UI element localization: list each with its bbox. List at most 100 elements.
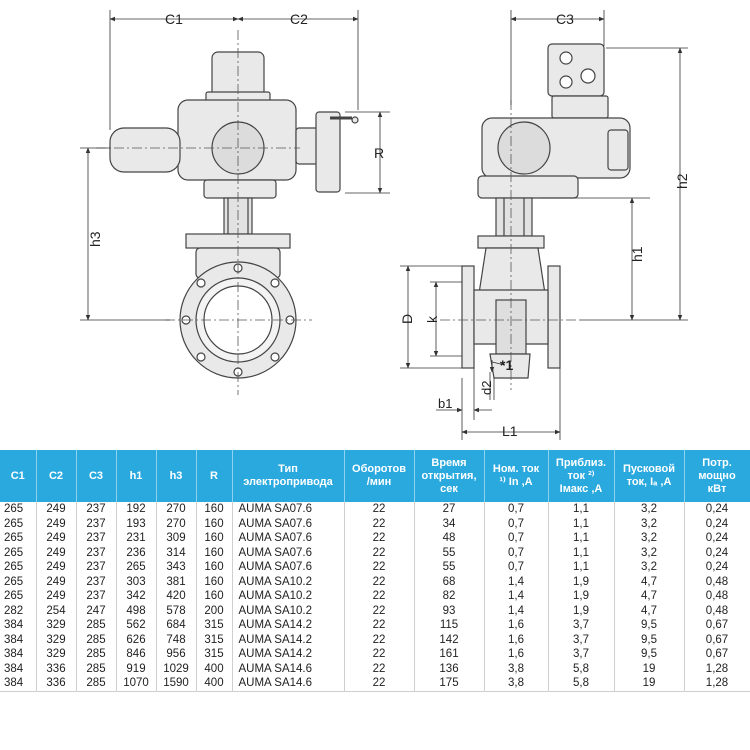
table-cell: 265 — [0, 531, 37, 546]
table-cell: 249 — [36, 560, 77, 575]
table-cell: 384 — [0, 647, 37, 662]
dim-d2-label: d2 — [479, 381, 494, 395]
table-cell: 285 — [76, 632, 117, 647]
table-cell: 303 — [116, 574, 157, 589]
table-cell: 136 — [414, 661, 485, 676]
table-cell: 3,8 — [484, 676, 549, 692]
table-cell: 3,2 — [614, 502, 685, 517]
table-cell: 4,7 — [614, 603, 685, 618]
table-cell: 237 — [76, 545, 117, 560]
table-cell: 270 — [156, 516, 197, 531]
table-cell: AUMA SA10.2 — [232, 589, 345, 604]
table-cell: 626 — [116, 632, 157, 647]
table-cell: 55 — [414, 545, 485, 560]
table-cell: 1,1 — [548, 545, 615, 560]
side-dimensions — [400, 10, 688, 440]
table-cell: 237 — [76, 589, 117, 604]
table-cell: 161 — [414, 647, 485, 662]
table-cell: 400 — [196, 661, 233, 676]
footnote-marker: *1 — [500, 357, 513, 373]
table-cell: 1,9 — [548, 603, 615, 618]
front-centerlines — [96, 30, 312, 395]
table-cell: 22 — [344, 545, 415, 560]
table-cell: 160 — [196, 531, 233, 546]
table-cell: AUMA SA10.2 — [232, 574, 345, 589]
table-cell: 160 — [196, 502, 233, 517]
table-cell: AUMA SA07.6 — [232, 545, 345, 560]
table-cell: 22 — [344, 632, 415, 647]
table-header-cell: Пусковой ток, Iₐ ,А — [614, 450, 685, 502]
table-cell: 1,6 — [484, 632, 549, 647]
table-cell: 578 — [156, 603, 197, 618]
table-cell: 1,6 — [484, 647, 549, 662]
table-cell: AUMA SA10.2 — [232, 603, 345, 618]
table-cell: 0,24 — [684, 502, 750, 517]
table-cell: 0,7 — [484, 531, 549, 546]
table-cell: 22 — [344, 618, 415, 633]
table-cell: 160 — [196, 545, 233, 560]
table-cell: 1,4 — [484, 589, 549, 604]
table-cell: 231 — [116, 531, 157, 546]
table-cell: 68 — [414, 574, 485, 589]
table-cell: 9,5 — [614, 647, 685, 662]
table-cell: 265 — [0, 545, 37, 560]
table-cell: 343 — [156, 560, 197, 575]
table-cell: 34 — [414, 516, 485, 531]
table-cell: 265 — [0, 502, 37, 517]
table-header-cell: Приблиз. ток ²⁾ Iмакс ,А — [548, 450, 615, 502]
table-cell: 3,8 — [484, 661, 549, 676]
table-cell: 236 — [116, 545, 157, 560]
table-cell: 0,48 — [684, 603, 750, 618]
table-cell: 315 — [196, 632, 233, 647]
table-cell: 336 — [36, 661, 77, 676]
table-cell: 4,7 — [614, 589, 685, 604]
table-cell: 315 — [196, 647, 233, 662]
table-cell: 420 — [156, 589, 197, 604]
table-header-cell: h3 — [156, 450, 197, 502]
table-cell: 0,7 — [484, 560, 549, 575]
table-cell: 285 — [76, 676, 117, 692]
table-cell: 0,67 — [684, 618, 750, 633]
table-cell: 3,7 — [548, 618, 615, 633]
table-cell: 1,1 — [548, 531, 615, 546]
table-cell: 265 — [0, 574, 37, 589]
table-cell: 9,5 — [614, 618, 685, 633]
table-cell: 200 — [196, 603, 233, 618]
table-cell: 342 — [116, 589, 157, 604]
table-cell: 0,7 — [484, 502, 549, 517]
table-cell: 1,6 — [484, 618, 549, 633]
dim-r-label: R — [374, 145, 384, 161]
table-cell: 237 — [76, 560, 117, 575]
table-cell: AUMA SA07.6 — [232, 516, 345, 531]
table-cell: 1,1 — [548, 502, 615, 517]
table-cell: 249 — [36, 574, 77, 589]
side-centerlines — [440, 100, 580, 390]
table-cell: 846 — [116, 647, 157, 662]
table-cell: 22 — [344, 502, 415, 517]
table-cell: 22 — [344, 589, 415, 604]
table-cell: 192 — [116, 502, 157, 517]
table-cell: 93 — [414, 603, 485, 618]
table-cell: 384 — [0, 632, 37, 647]
table-cell: 1,4 — [484, 574, 549, 589]
table-cell: 22 — [344, 574, 415, 589]
table-cell: 22 — [344, 676, 415, 692]
table-cell: 0,48 — [684, 574, 750, 589]
table-cell: 0,24 — [684, 560, 750, 575]
table-cell: 270 — [156, 502, 197, 517]
table-cell: 237 — [76, 531, 117, 546]
dim-c2-label: C2 — [290, 11, 308, 27]
table-cell: 249 — [36, 516, 77, 531]
table-cell: 0,7 — [484, 516, 549, 531]
table-cell: 22 — [344, 516, 415, 531]
